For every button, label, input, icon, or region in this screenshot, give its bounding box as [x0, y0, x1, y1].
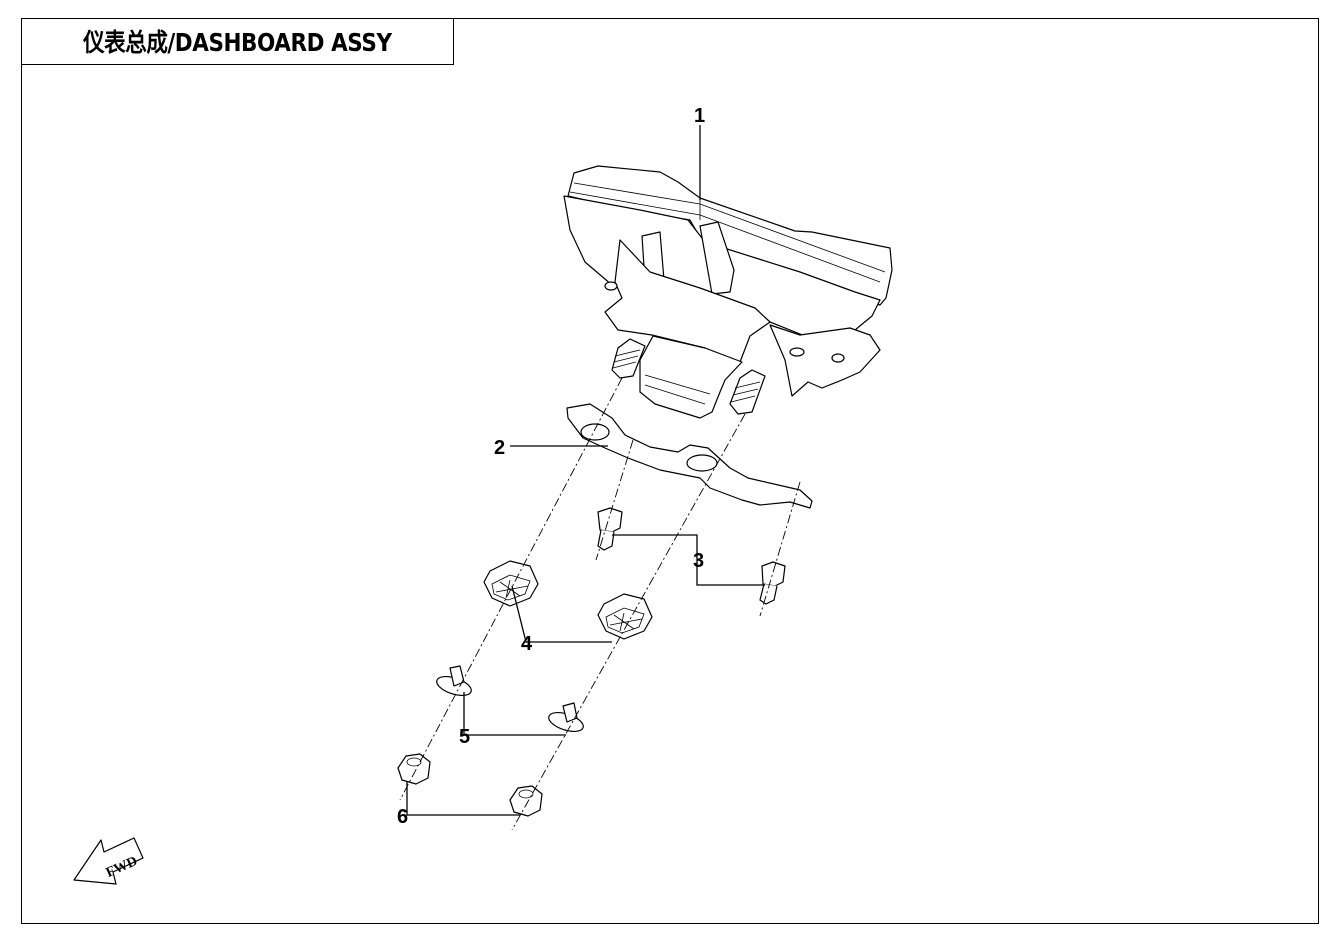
title-block: 仪表总成/DASHBOARD ASSY — [21, 18, 454, 65]
nut-part-a — [397, 753, 431, 785]
callout-6: 6 — [397, 806, 408, 828]
callout-1: 1 — [694, 105, 705, 127]
bolt-part-b — [759, 561, 786, 605]
drawing-frame — [21, 18, 1319, 924]
stud-left — [611, 338, 646, 379]
mounting-bracket-part — [566, 403, 813, 509]
callout-4: 4 — [521, 633, 533, 655]
drawing-title: 仪表总成/DASHBOARD ASSY — [82, 28, 392, 57]
dashboard-cluster-part — [563, 165, 893, 419]
bolt-part-a — [597, 507, 623, 551]
washer-part-b — [548, 702, 584, 733]
assembly-center-lines — [399, 377, 801, 831]
callout-3: 3 — [693, 550, 704, 572]
stud-right — [729, 369, 766, 415]
damper-part-b — [597, 593, 653, 640]
callout-5: 5 — [459, 726, 470, 748]
callout-2: 2 — [494, 437, 505, 459]
forward-arrow-icon: FWD — [73, 837, 144, 885]
damper-part-a — [483, 560, 539, 607]
nut-part-b — [509, 785, 543, 817]
leader-lines — [406, 125, 765, 816]
